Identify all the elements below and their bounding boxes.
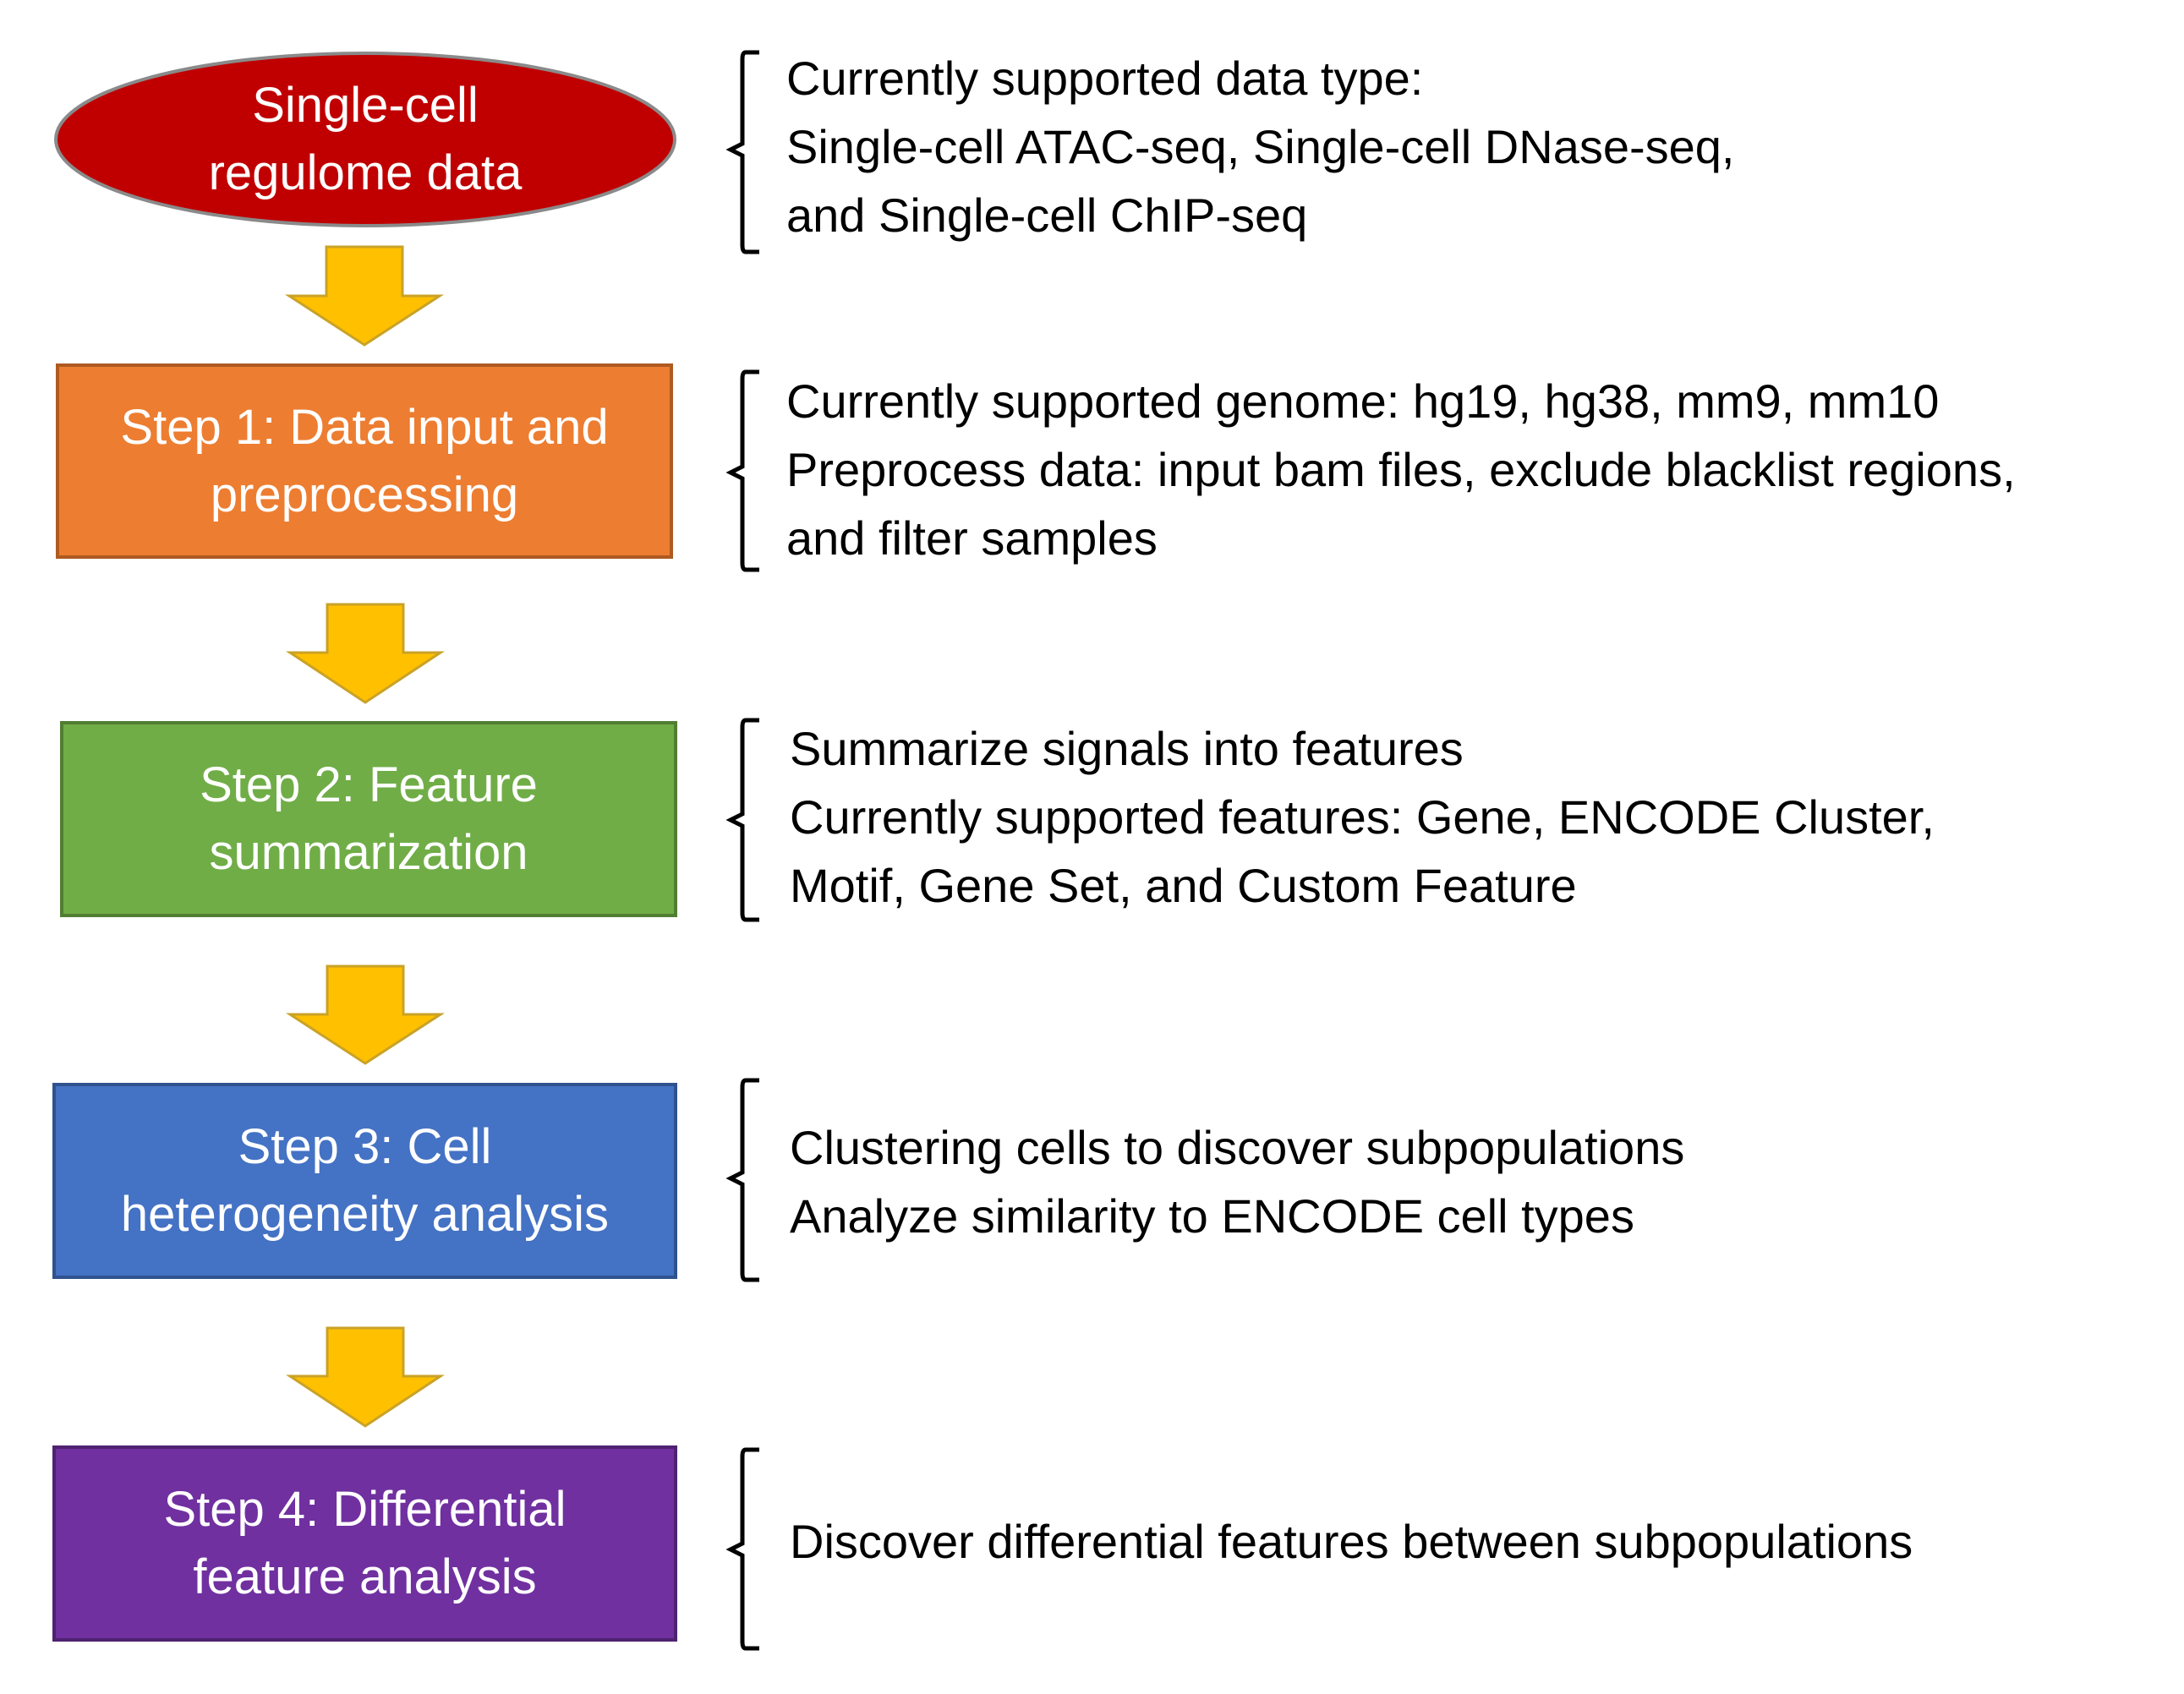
left-bracket-icon — [725, 369, 759, 572]
step4-description: Discover differential features between s… — [790, 1507, 1913, 1576]
step2-node-label: summarization — [209, 825, 528, 880]
step1-description: Currently supported genome: hg19, hg38, … — [786, 367, 2016, 572]
description-line: and filter samples — [786, 511, 1158, 565]
step3-node: Step 3: Cell heterogeneity analysis — [54, 1085, 676, 1277]
down-arrow-icon — [286, 1326, 445, 1428]
left-bracket-icon — [725, 1447, 759, 1651]
step4-node-shape — [52, 1445, 677, 1642]
step3-node-label: Step 3: Cell — [238, 1119, 492, 1174]
left-bracket-icon — [725, 50, 759, 254]
step4-node: Step 4: Differential feature analysis — [54, 1447, 676, 1640]
step1-node-label: preprocessing — [210, 467, 519, 522]
down-arrow-icon — [285, 964, 446, 1065]
step4-node-label: Step 4: Differential — [163, 1482, 567, 1537]
start-node-label: Single-cell — [252, 78, 479, 133]
step3-node-shape — [52, 1083, 677, 1279]
step2-node-shape — [60, 721, 677, 917]
step3-node-label: heterogeneity analysis — [120, 1187, 610, 1242]
description-line: Currently supported data type: — [786, 52, 1424, 105]
down-arrow-icon — [284, 245, 445, 347]
down-arrow-icon — [286, 603, 445, 704]
step2-node-label: Step 2: Feature — [200, 757, 538, 812]
description-line: Preprocess data: input bam files, exclud… — [786, 443, 2016, 496]
step1-node-shape — [56, 363, 673, 559]
description-line: Analyze similarity to ENCODE cell types — [790, 1189, 1634, 1243]
step4-node-label: feature analysis — [193, 1549, 537, 1604]
description-line: Summarize signals into features — [790, 722, 1464, 775]
description-line: Clustering cells to discover subpopulati… — [790, 1121, 1685, 1174]
step2-node: Step 2: Feature summarization — [62, 723, 676, 915]
start-node-label: regulome data — [208, 145, 523, 200]
left-bracket-icon — [725, 1078, 759, 1282]
description-line: Discover differential features between s… — [790, 1515, 1913, 1568]
step1-node-label: Step 1: Data input and — [120, 399, 609, 455]
description-line: and Single-cell ChIP-seq — [786, 189, 1308, 242]
step2-description: Summarize signals into features Currentl… — [790, 714, 1935, 920]
description-line: Single-cell ATAC-seq, Single-cell DNase-… — [786, 120, 1735, 173]
description-line: Motif, Gene Set, and Custom Feature — [790, 859, 1577, 912]
start-description: Currently supported data type: Single-ce… — [786, 44, 1734, 249]
description-line: Currently supported features: Gene, ENCO… — [790, 790, 1935, 844]
step1-node: Step 1: Data input and preprocessing — [57, 365, 671, 557]
step3-description: Clustering cells to discover subpopulati… — [790, 1113, 1684, 1250]
left-bracket-icon — [725, 718, 759, 922]
start-node: Single-cell regulome data — [56, 53, 675, 226]
description-line: Currently supported genome: hg19, hg38, … — [786, 374, 1940, 428]
start-node-shape — [54, 52, 676, 227]
